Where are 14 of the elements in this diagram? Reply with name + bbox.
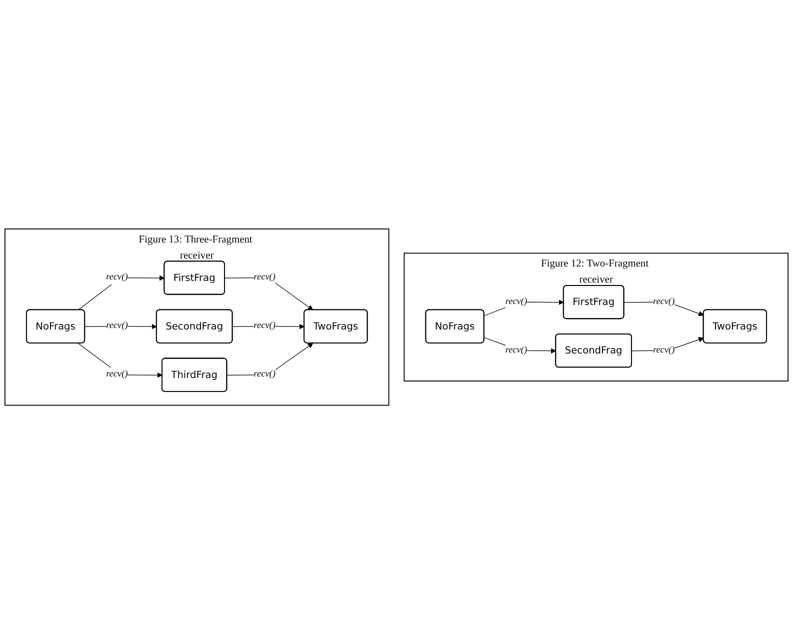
edge-label: recv() — [106, 272, 128, 282]
arrow — [78, 343, 163, 378]
arrow — [226, 343, 314, 376]
arrow — [224, 278, 314, 311]
edge-label: recv() — [254, 321, 276, 332]
edge-label: recv() — [505, 345, 528, 356]
edge-label: recv() — [653, 345, 675, 356]
arrow — [78, 276, 165, 311]
edge-label: recv() — [505, 296, 528, 307]
edge-label: recv() — [254, 370, 276, 380]
edge-label: recv() — [254, 272, 276, 282]
edge-label: recv() — [653, 296, 675, 307]
edge-label: recv() — [106, 370, 128, 380]
edge-label: recv() — [106, 321, 128, 332]
